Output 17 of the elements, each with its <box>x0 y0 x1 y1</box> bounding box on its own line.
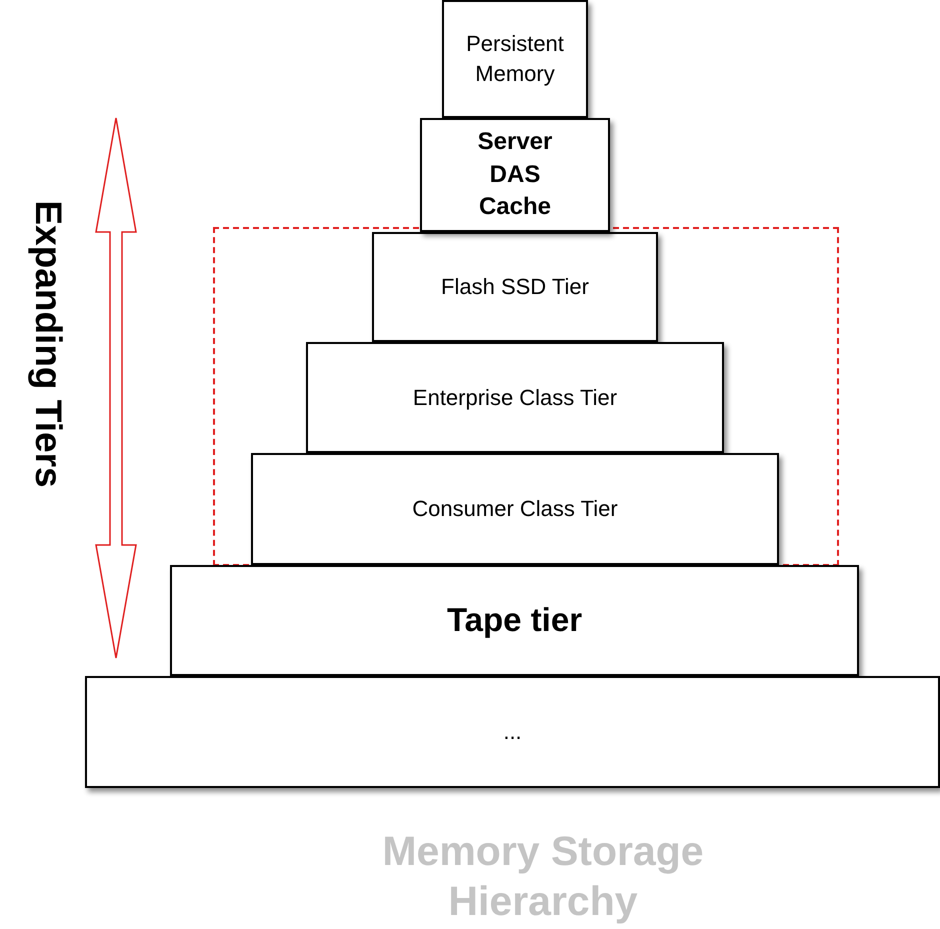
tier-label: Enterprise Class Tier <box>412 384 618 412</box>
tier-label: Consumer Class Tier <box>411 495 619 524</box>
tier-box <box>420 118 610 232</box>
tier-label: Flash SSD Tier <box>440 273 590 302</box>
tier-box <box>442 0 588 118</box>
tier-label: ... <box>502 718 523 746</box>
axis-title: Expanding Tiers <box>27 199 70 490</box>
tier-label: Server DAS Cache <box>476 127 554 222</box>
dashed-group-frame <box>213 227 839 566</box>
tier-box <box>251 453 779 565</box>
tier-box <box>85 676 940 788</box>
tier-label: Persistent Memory <box>465 30 565 88</box>
tier-box <box>306 342 724 453</box>
caption: Memory Storage Hierarchy <box>381 827 705 926</box>
tier-box <box>170 565 859 676</box>
tier-label: Tape tier <box>446 600 584 640</box>
tier-box <box>372 232 658 342</box>
